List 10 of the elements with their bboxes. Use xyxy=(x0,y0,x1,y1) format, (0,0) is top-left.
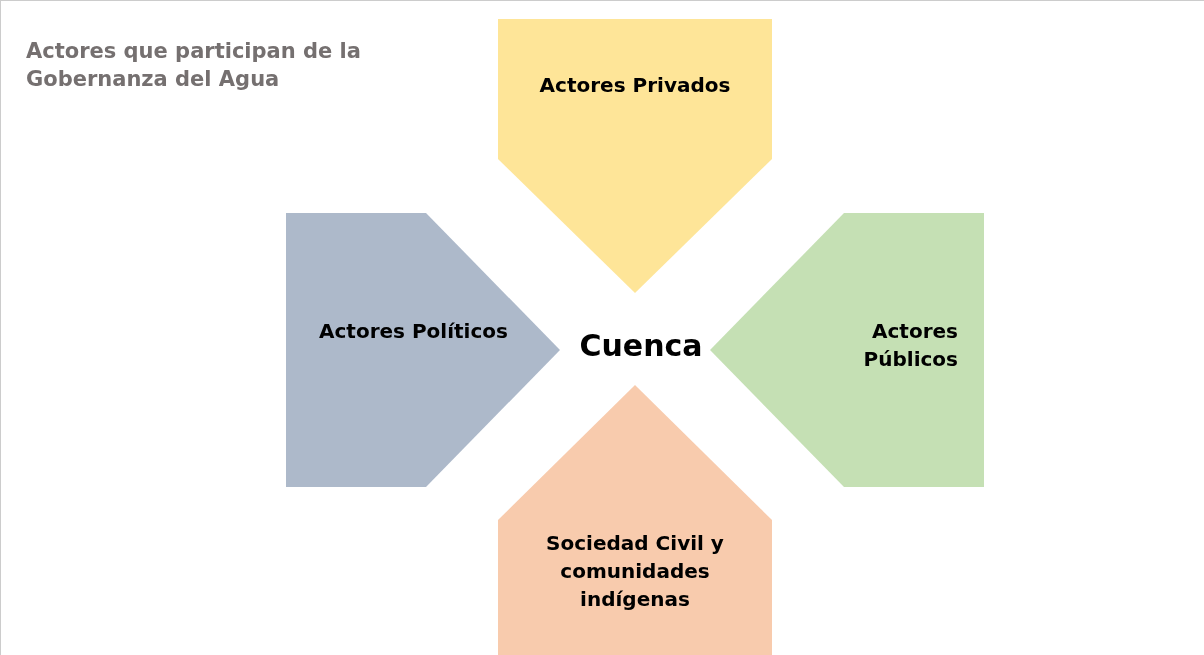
actor-label: Sociedad Civil y comunidades indígenas xyxy=(545,530,725,613)
up-arrow-shape xyxy=(498,385,772,655)
center-label: Cuenca xyxy=(561,321,721,371)
down-arrow-shape xyxy=(498,19,772,293)
actor-label: Actores Políticos xyxy=(319,318,509,345)
left-arrow-shape xyxy=(710,213,984,487)
actor-label: Actores Privados xyxy=(538,72,732,99)
right-arrow-shape xyxy=(286,213,560,487)
diagram-title: Actores que participan de la Gobernanza del Agua xyxy=(26,38,362,93)
actor-label: Actores Públicos xyxy=(862,318,958,373)
